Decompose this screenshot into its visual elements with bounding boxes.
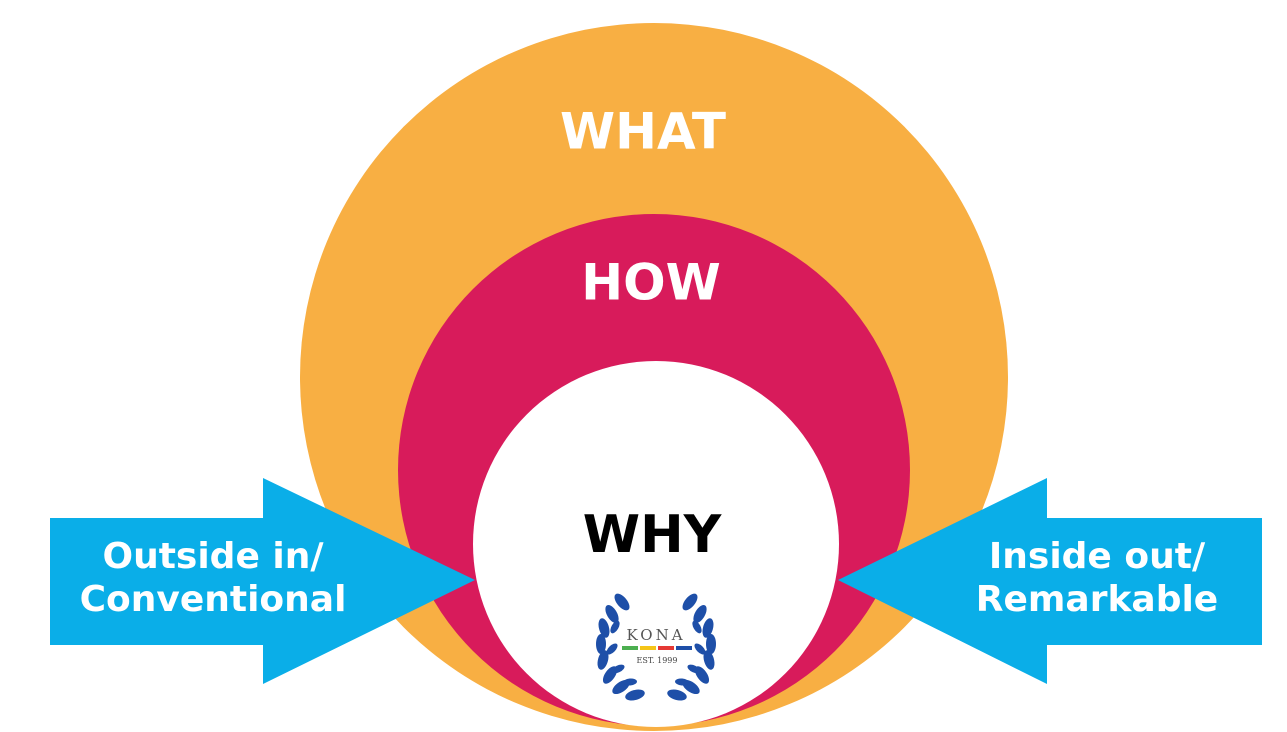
logo-name: KONA (626, 626, 685, 644)
logo-stripes (622, 646, 692, 650)
laurel-right-icon (667, 593, 716, 701)
what-label: WHAT (560, 103, 726, 161)
right-arrow-line1: Inside out/ (989, 536, 1206, 577)
why-label: WHY (583, 505, 723, 565)
why-circle (473, 361, 839, 727)
left-arrow-line2: Conventional (80, 579, 347, 620)
laurel-left-icon (596, 593, 645, 701)
right-arrow-line2: Remarkable (976, 579, 1218, 620)
kona-logo: KONA EST. 1999 (596, 593, 716, 701)
right-arrow (838, 478, 1262, 684)
left-arrow (50, 478, 475, 684)
logo-tagline: EST. 1999 (637, 656, 678, 665)
how-label: HOW (581, 254, 721, 312)
left-arrow-line1: Outside in/ (102, 536, 324, 577)
